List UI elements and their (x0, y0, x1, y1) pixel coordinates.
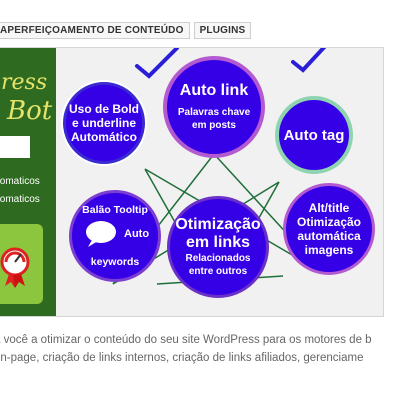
feature-text: Palavras chave (177, 107, 251, 118)
feature-text: imagens (304, 243, 354, 257)
feature-title: Otimização (175, 216, 261, 233)
green-side-panel: ress Bot tomaticos tomaticos (0, 48, 56, 316)
side-text-2: tomaticos (0, 194, 40, 205)
tag-plugins[interactable]: PLUGINS (193, 22, 252, 39)
feature-bold-underline: Uso de Bold e underline Automático (63, 82, 145, 164)
feature-text: Relacionados (185, 253, 251, 264)
award-badge-icon (0, 224, 43, 304)
category-tags: APERFEIÇOAMENTO DE CONTEÚDO PLUGINS (0, 22, 252, 39)
logo-text-line2: Bot (7, 96, 53, 126)
feature-text: automática (297, 229, 361, 243)
feature-link-optimization: Otimização em links Relacionados entre o… (167, 196, 269, 298)
description-line-1: a você a otimizar o conteúdo do seu site… (0, 334, 372, 346)
description-line-2: on-page, criação de links internos, cria… (0, 352, 364, 364)
feature-text: Otimização (296, 215, 362, 229)
feature-text: Uso de Bold (68, 102, 139, 116)
plugin-banner-image: ress Bot tomaticos tomaticos (0, 47, 384, 317)
feature-text: keywords (90, 256, 140, 268)
logo-text-line1: ress (1, 70, 48, 95)
feature-text: Auto (124, 228, 150, 240)
feature-title: Balão Tooltip (82, 204, 148, 216)
checkmark-icon (135, 48, 179, 79)
feature-title: em links (185, 234, 250, 251)
feature-text: Alt/title (308, 201, 350, 215)
feature-auto-tag: Auto tag (275, 96, 353, 174)
feature-alt-title: Alt/title Otimização automática imagens (283, 183, 375, 275)
tag-content-improvement[interactable]: APERFEIÇOAMENTO DE CONTEÚDO (0, 22, 190, 39)
side-text-1: tomaticos (0, 176, 40, 187)
speech-bubble-icon (86, 221, 116, 247)
feature-text: entre outros (188, 266, 248, 277)
feature-title: Auto tag (283, 126, 345, 144)
feature-text: Automático (70, 130, 137, 144)
feature-text: e underline (71, 116, 136, 130)
white-bar (0, 136, 30, 158)
feature-text: em posts (192, 120, 236, 131)
feature-tooltip: Balão Tooltip Auto keywords (69, 190, 161, 282)
checkmark-icon (291, 48, 327, 73)
feature-auto-link: Auto link Palavras chave em posts (163, 56, 265, 158)
feature-title: Auto link (179, 82, 249, 99)
